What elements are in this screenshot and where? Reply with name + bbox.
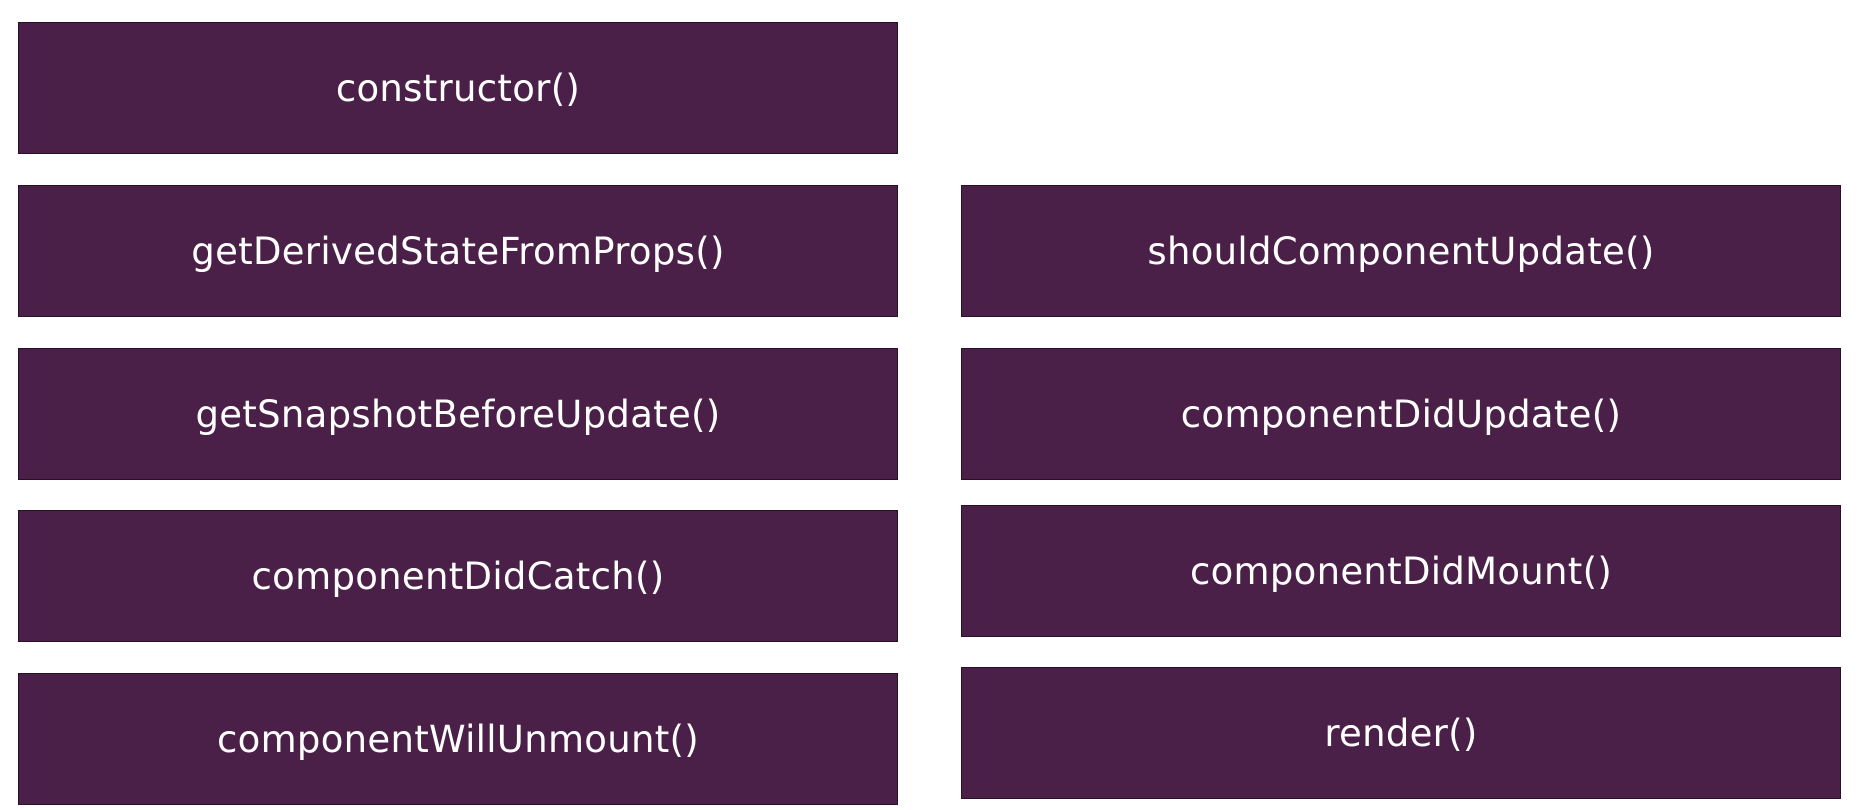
method-label: componentWillUnmount() — [216, 717, 700, 761]
method-box-get-derived-state-from-props: getDerivedStateFromProps() — [18, 185, 898, 317]
method-label: componentDidMount() — [1189, 549, 1613, 593]
method-label: shouldComponentUpdate() — [1147, 229, 1655, 273]
method-label: componentDidCatch() — [251, 554, 665, 598]
method-box-component-did-mount: componentDidMount() — [961, 505, 1841, 637]
method-label: componentDidUpdate() — [1180, 392, 1622, 436]
method-label: render() — [1324, 711, 1478, 755]
method-box-component-will-unmount: componentWillUnmount() — [18, 673, 898, 805]
method-box-render: render() — [961, 667, 1841, 799]
method-box-constructor: constructor() — [18, 22, 898, 154]
method-box-should-component-update: shouldComponentUpdate() — [961, 185, 1841, 317]
method-box-component-did-update: componentDidUpdate() — [961, 348, 1841, 480]
method-box-get-snapshot-before-update: getSnapshotBeforeUpdate() — [18, 348, 898, 480]
method-box-component-did-catch: componentDidCatch() — [18, 510, 898, 642]
method-label: getDerivedStateFromProps() — [191, 229, 725, 273]
method-label: getSnapshotBeforeUpdate() — [195, 392, 721, 436]
method-label: constructor() — [335, 66, 581, 110]
